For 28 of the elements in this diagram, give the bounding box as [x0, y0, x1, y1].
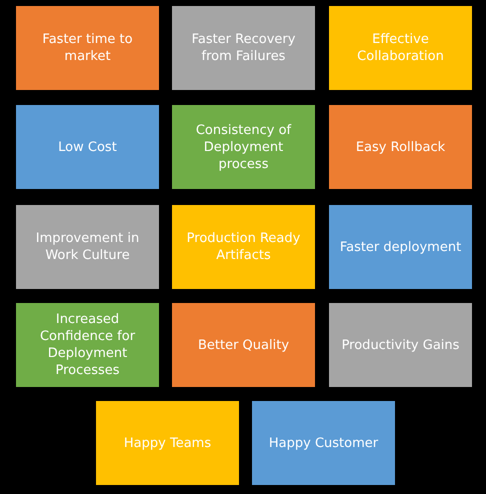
- benefit-text: Low Cost: [58, 138, 117, 156]
- benefit-box: [329, 205, 472, 289]
- benefit-text: Faster deployment: [340, 238, 462, 256]
- benefit-text: Improvement in Work Culture: [34, 230, 140, 264]
- benefit-text: Effective Collaboration: [356, 31, 445, 65]
- benefit-box: [16, 205, 159, 289]
- benefit-text: Better Quality: [198, 336, 290, 354]
- benefit-box: [16, 303, 159, 387]
- benefit-box: [172, 205, 315, 289]
- benefit-text: Increased Confidence for Deployment Processes: [38, 311, 136, 379]
- benefit-text: Happy Teams: [124, 434, 212, 452]
- benefit-box: [16, 105, 159, 189]
- benefit-text: Consistency of Deployment process: [194, 122, 292, 172]
- benefit-box: [252, 401, 395, 485]
- benefit-box: [329, 6, 472, 90]
- benefit-box: [329, 105, 472, 189]
- benefit-box: [172, 6, 315, 90]
- benefit-text: Happy Customer: [268, 434, 378, 452]
- benefit-box: [16, 6, 159, 90]
- benefit-box: [172, 303, 315, 387]
- benefit-text: Productivity Gains: [342, 336, 460, 354]
- benefit-box: [172, 105, 315, 189]
- benefit-box: [96, 401, 239, 485]
- benefit-text: Faster time to market: [41, 31, 134, 65]
- benefit-text: Faster Recovery from Failures: [190, 31, 296, 65]
- benefit-box: [329, 303, 472, 387]
- benefit-text: Production Ready Artifacts: [186, 230, 302, 264]
- benefit-text: Easy Rollback: [356, 138, 446, 156]
